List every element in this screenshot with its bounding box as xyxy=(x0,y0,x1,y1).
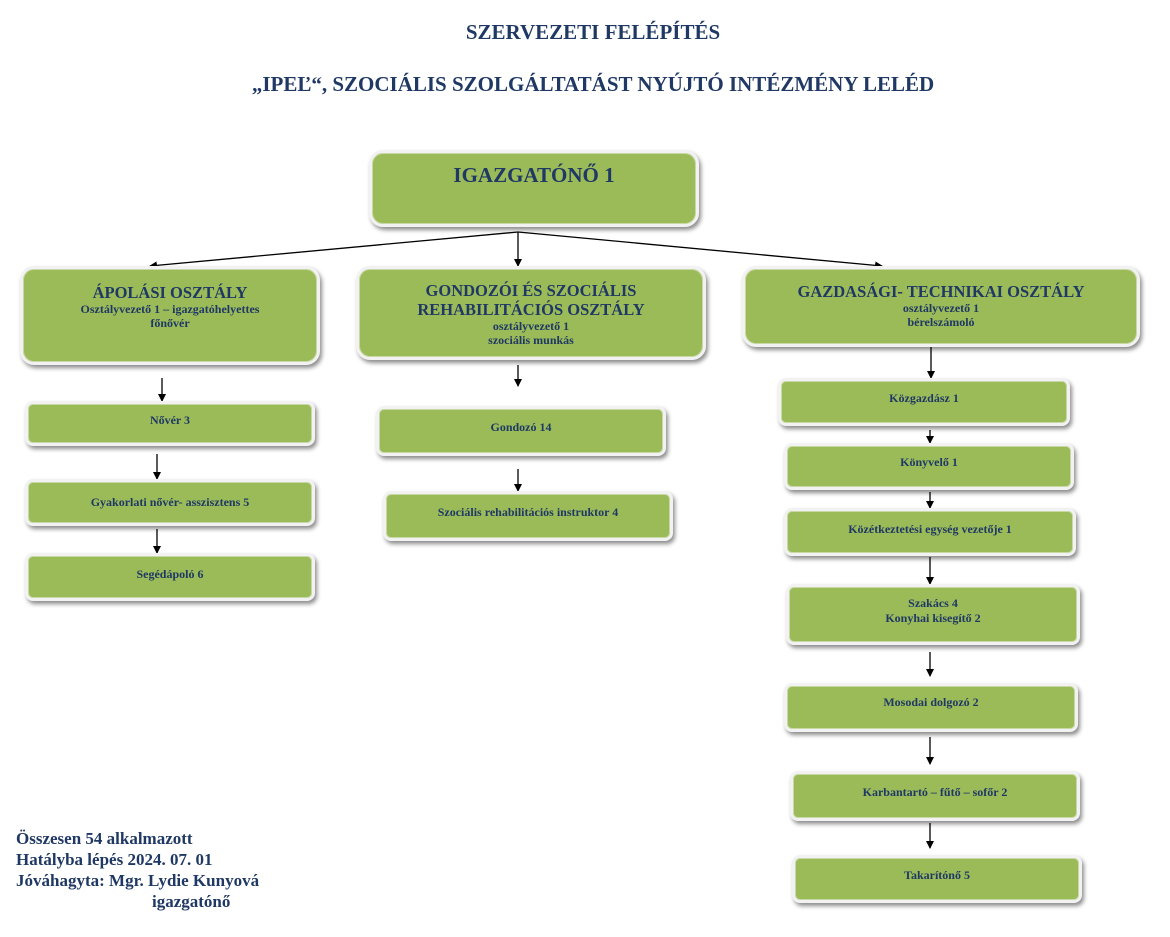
footer-note: Összesen 54 alkalmazott Hatályba lépés 2… xyxy=(16,828,259,912)
department-title-line1: GONDOZÓI ÉS SZOCIÁLIS xyxy=(425,281,637,300)
unit-box: Nővér 3 xyxy=(25,401,315,446)
unit-label: Mosodai dolgozó 2 xyxy=(883,695,979,709)
department-head: osztályvezető 1 xyxy=(492,319,570,333)
approved-by: Jóváhagyta: Mgr. Lydie Kunyová xyxy=(16,871,260,890)
unit-label: Takarítónő 5 xyxy=(904,867,970,882)
unit-label: Segédápoló 6 xyxy=(136,566,204,581)
department-head: Osztályvezető 1 – igazgatóhelyettes xyxy=(80,302,260,316)
department-head-role: szociális munkás xyxy=(488,333,574,347)
unit-box: Takarítónő 5 xyxy=(792,855,1082,903)
unit-label: Gondozó 14 xyxy=(490,419,552,434)
department-head-role: főnővér xyxy=(150,316,190,330)
unit-box: Mosodai dolgozó 2 xyxy=(784,683,1078,732)
director-box: IGAZGATÓNŐ 1 xyxy=(369,150,699,227)
approver-role: igazgatónő xyxy=(152,892,231,911)
unit-label: Konyhai kisegítő 2 xyxy=(885,610,981,625)
unit-label: Nővér 3 xyxy=(149,413,191,427)
department-nursing: ÁPOLÁSI OSZTÁLY Osztályvezető 1 – igazga… xyxy=(20,266,320,365)
department-head-role: bérelszámoló xyxy=(907,315,975,329)
arrow-director-to-dept1 xyxy=(149,231,519,270)
unit-box: Segédápoló 6 xyxy=(25,553,315,601)
unit-label: Karbantartó – fűtő – sofőr 2 xyxy=(862,784,1008,799)
unit-box: Közétkeztetési egység vezetője 1 xyxy=(784,508,1076,556)
unit-box: Karbantartó – fűtő – sofőr 2 xyxy=(790,771,1080,821)
effective-date: Hatályba lépés 2024. 07. 01 xyxy=(16,850,213,869)
department-title: ÁPOLÁSI OSZTÁLY xyxy=(92,283,248,302)
unit-label: Szociális rehabilitációs instruktor 4 xyxy=(437,504,619,519)
unit-box: Gondozó 14 xyxy=(376,406,666,456)
department-economic-technical: GAZDASÁGI- TECHNIKAI OSZTÁLY osztályveze… xyxy=(742,266,1140,347)
unit-box: Gyakorlati nővér- asszisztens 5 xyxy=(25,479,315,526)
arrow-director-to-dept3 xyxy=(517,231,883,270)
total-employees: Összesen 54 alkalmazott xyxy=(16,829,193,848)
unit-box: Könyvelő 1 xyxy=(784,443,1074,490)
institution-title: „IPEĽ“, SZOCIÁLIS SZOLGÁLTATÁST NYÚJTÓ I… xyxy=(251,72,935,96)
unit-box: Szakács 4 Konyhai kisegítő 2 xyxy=(786,584,1080,645)
unit-box: Közgazdász 1 xyxy=(778,378,1070,426)
department-head: osztályvezető 1 xyxy=(902,301,980,315)
unit-label: Közgazdász 1 xyxy=(889,390,959,405)
director-label: IGAZGATÓNŐ 1 xyxy=(453,163,615,187)
unit-label: Szakács 4 xyxy=(908,595,958,610)
unit-label: Közétkeztetési egység vezetője 1 xyxy=(848,521,1012,536)
page-title: SZERVEZETI FELÉPÍTÉS xyxy=(465,20,721,44)
unit-label: Gyakorlati nővér- asszisztens 5 xyxy=(90,495,250,509)
unit-label: Könyvelő 1 xyxy=(900,455,958,469)
unit-box: Szociális rehabilitációs instruktor 4 xyxy=(383,491,673,541)
department-title: GAZDASÁGI- TECHNIKAI OSZTÁLY xyxy=(797,282,1085,301)
department-title-line2: REHABILITÁCIÓS OSZTÁLY xyxy=(417,300,645,319)
department-care-rehab: GONDOZÓI ÉS SZOCIÁLIS REHABILITÁCIÓS OSZ… xyxy=(356,266,706,360)
